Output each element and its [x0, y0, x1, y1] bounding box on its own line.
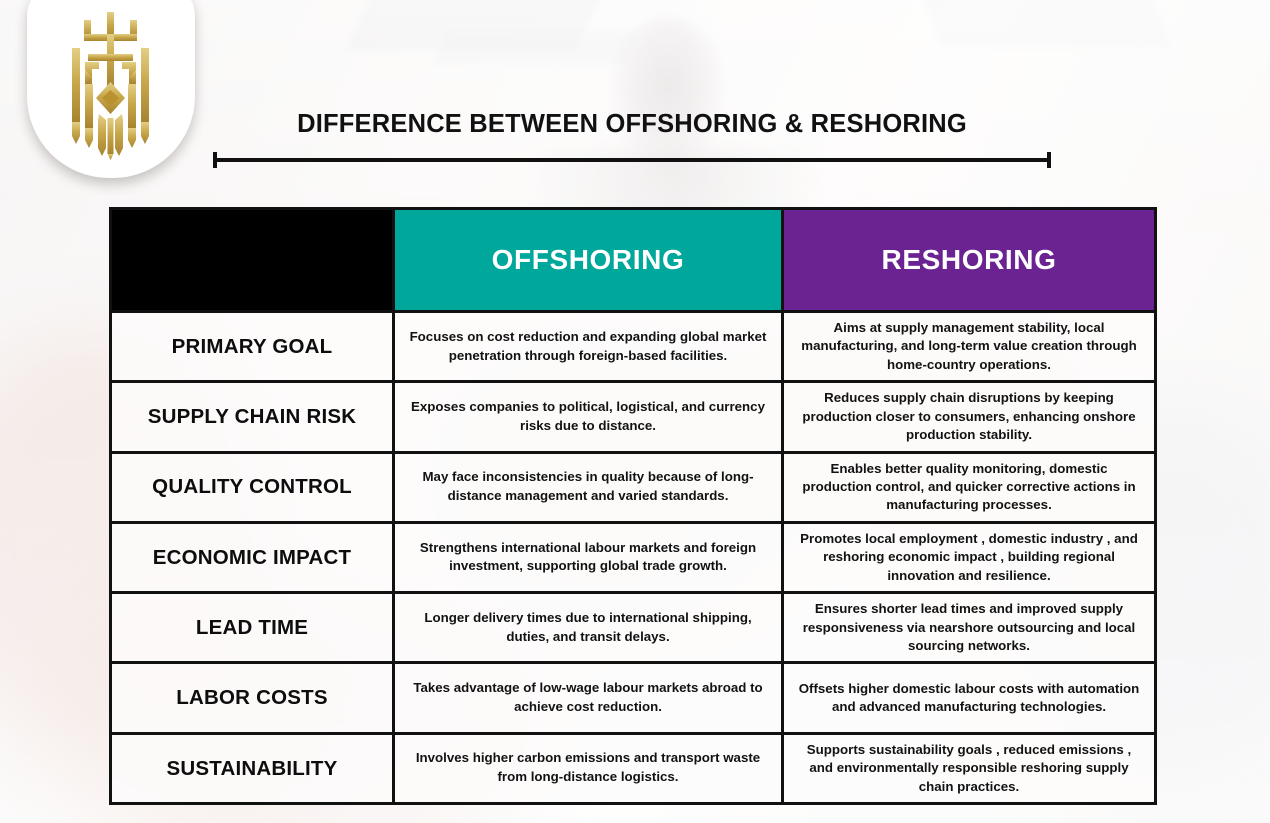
row-reshoring-cell: Offsets higher domestic labour costs wit…: [781, 664, 1154, 732]
logo-badge: [27, 0, 195, 178]
row-offshoring-text: Takes advantage of low-wage labour marke…: [413, 680, 763, 715]
row-reshoring-cell: Aims at supply management stability, loc…: [781, 313, 1154, 381]
row-label-cell: QUALITY CONTROL: [112, 453, 392, 521]
row-offshoring-cell: Involves higher carbon emissions and tra…: [392, 734, 781, 802]
table-row: SUPPLY CHAIN RISK Exposes companies to p…: [112, 380, 1154, 451]
row-reshoring-text: Promotes local employment , domestic ind…: [800, 530, 1138, 583]
row-offshoring-cell: Takes advantage of low-wage labour marke…: [392, 664, 781, 732]
page-title: DIFFERENCE BETWEEN OFFSHORING & RESHORIN…: [297, 110, 967, 138]
title-underline-rule: [213, 152, 1051, 168]
row-label: LEAD TIME: [195, 615, 309, 639]
row-label: LABOR COSTS: [176, 686, 328, 710]
row-label: SUSTAINABILITY: [166, 756, 338, 780]
table-header-row: OFFSHORING RESHORING: [112, 210, 1154, 310]
row-reshoring-text: Enables better quality monitoring, domes…: [802, 460, 1136, 513]
row-offshoring-text: Exposes companies to political, logistic…: [411, 399, 765, 433]
row-reshoring-cell: Supports sustainability goals , reduced …: [781, 734, 1154, 802]
row-offshoring-cell: Strengthens international labour markets…: [392, 523, 781, 592]
row-label: QUALITY CONTROL: [152, 475, 352, 499]
row-reshoring-text: Ensures shorter lead times and improved …: [802, 601, 1136, 653]
row-label-cell: ECONOMIC IMPACT: [112, 523, 392, 592]
row-label: ECONOMIC IMPACT: [152, 545, 352, 569]
header-cell-reshoring: RESHORING: [781, 210, 1154, 310]
row-reshoring-text: Aims at supply management stability, loc…: [801, 320, 1137, 372]
row-label-cell: PRIMARY GOAL: [112, 313, 392, 381]
row-label-cell: LEAD TIME: [112, 594, 392, 662]
row-reshoring-text: Supports sustainability goals , reduced …: [806, 741, 1132, 794]
row-reshoring-cell: Promotes local employment , domestic ind…: [781, 523, 1154, 592]
gold-crest-emblem-icon: [55, 0, 167, 160]
row-offshoring-text: Focuses on cost reduction and expanding …: [409, 328, 767, 363]
row-offshoring-text: Longer delivery times due to internation…: [424, 609, 752, 644]
table-row: SUSTAINABILITY Involves higher carbon em…: [112, 731, 1154, 802]
table-row: LEAD TIME Longer delivery times due to i…: [112, 591, 1154, 662]
header-label-reshoring: RESHORING: [881, 244, 1057, 275]
row-offshoring-cell: Longer delivery times due to internation…: [392, 594, 781, 662]
row-offshoring-cell: Focuses on cost reduction and expanding …: [392, 313, 781, 381]
row-reshoring-text: Reduces supply chain disruptions by keep…: [802, 390, 1136, 443]
row-label-cell: SUSTAINABILITY: [112, 734, 392, 802]
row-offshoring-text: May face inconsistencies in quality beca…: [422, 469, 754, 504]
row-offshoring-text: Strengthens international labour markets…: [419, 539, 757, 574]
row-label: SUPPLY CHAIN RISK: [147, 405, 357, 429]
row-offshoring-cell: Exposes companies to political, logistic…: [392, 383, 781, 451]
table-row: LABOR COSTS Takes advantage of low-wage …: [112, 661, 1154, 732]
row-offshoring-cell: May face inconsistencies in quality beca…: [392, 453, 781, 521]
table-row: QUALITY CONTROL May face inconsistencies…: [112, 450, 1154, 521]
row-label: PRIMARY GOAL: [171, 334, 333, 358]
row-reshoring-cell: Enables better quality monitoring, domes…: [781, 453, 1154, 521]
row-reshoring-cell: Ensures shorter lead times and improved …: [781, 594, 1154, 662]
table-row: PRIMARY GOAL Focuses on cost reduction a…: [112, 310, 1154, 381]
row-label-cell: LABOR COSTS: [112, 664, 392, 732]
row-reshoring-cell: Reduces supply chain disruptions by keep…: [781, 383, 1154, 451]
comparison-table: OFFSHORING RESHORING PRIMARY GOAL Focuse…: [109, 207, 1157, 805]
row-label-cell: SUPPLY CHAIN RISK: [112, 383, 392, 451]
row-reshoring-text: Offsets higher domestic labour costs wit…: [798, 680, 1140, 715]
header-label-offshoring: OFFSHORING: [491, 244, 685, 275]
header-cell-blank: [112, 210, 392, 310]
header-cell-offshoring: OFFSHORING: [392, 210, 781, 310]
table-row: ECONOMIC IMPACT Strengthens internationa…: [112, 520, 1154, 592]
row-offshoring-text: Involves higher carbon emissions and tra…: [415, 750, 761, 785]
